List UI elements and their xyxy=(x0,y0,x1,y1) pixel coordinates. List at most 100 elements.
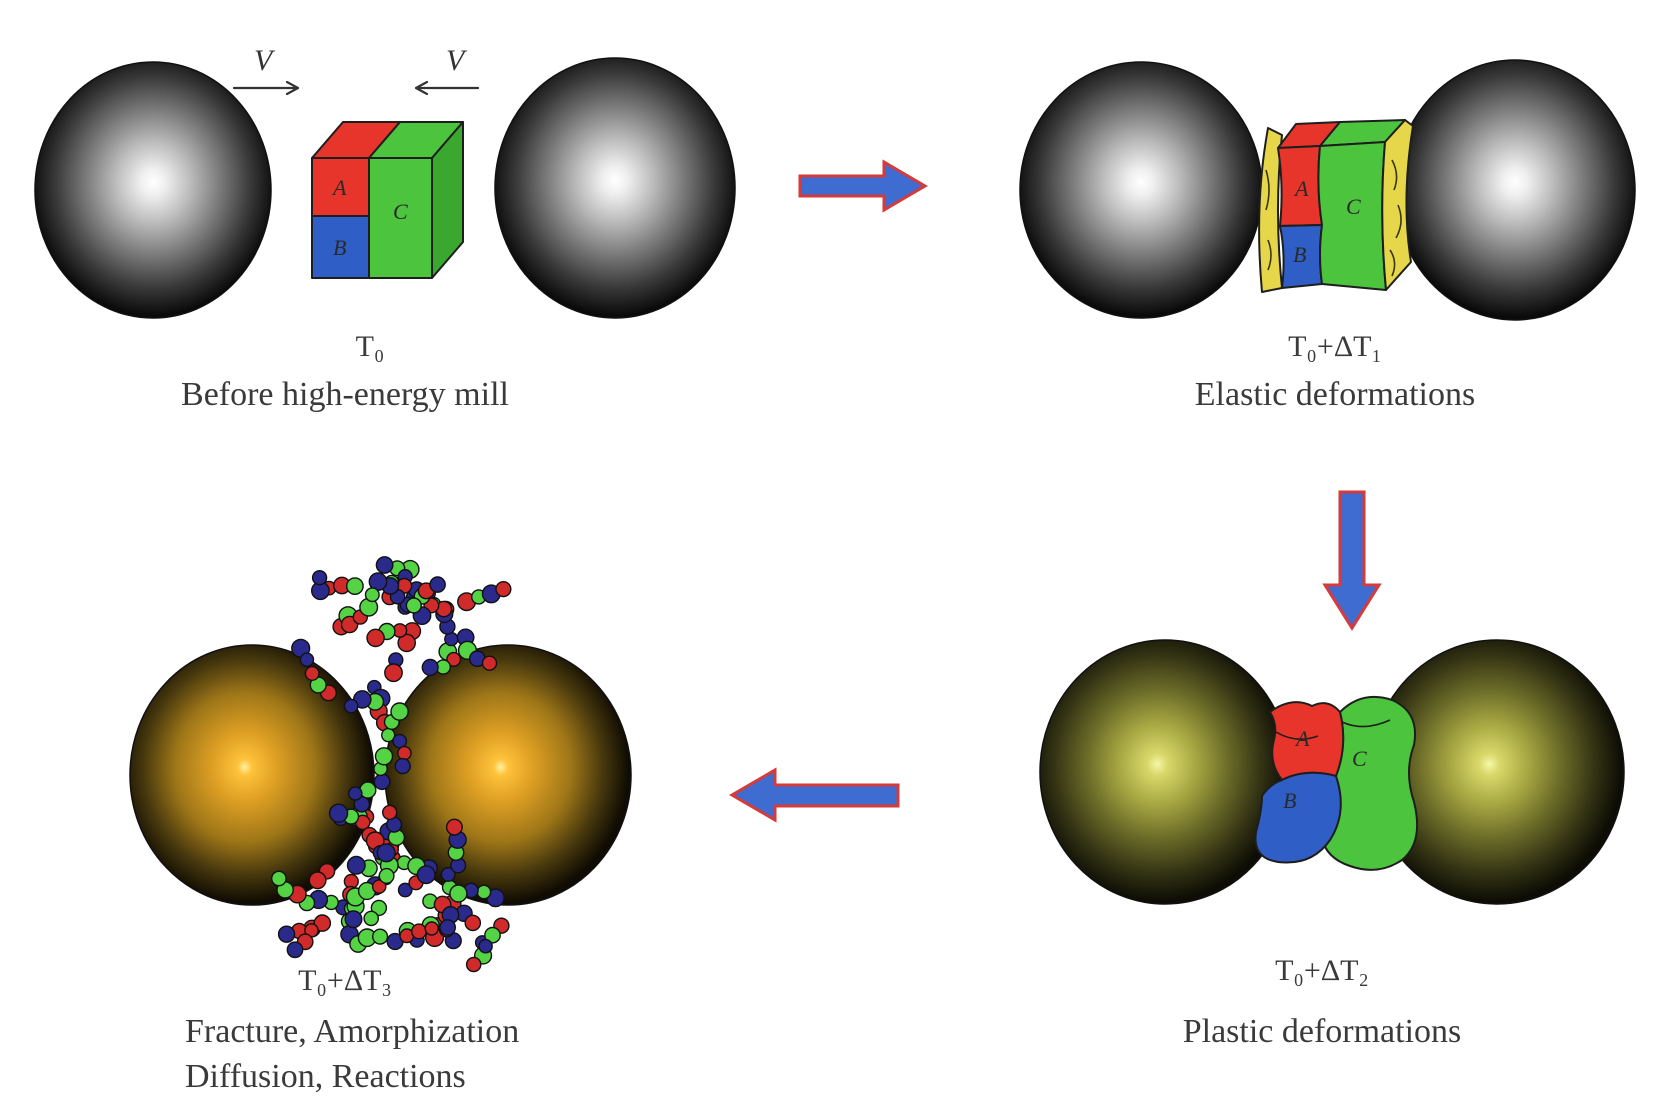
velocity-left-indicator: V xyxy=(232,44,300,96)
stage-plastic-caption: Plastic deformations xyxy=(1183,1013,1462,1050)
milling-ball-left xyxy=(129,644,375,906)
milling-ball-left xyxy=(1039,639,1291,905)
milling-ball-left xyxy=(1019,61,1263,319)
atom xyxy=(384,663,403,683)
component-b-block xyxy=(311,215,370,279)
atom xyxy=(478,938,493,954)
molecule xyxy=(422,893,460,936)
atom xyxy=(476,884,492,900)
milling-ball-left xyxy=(34,61,272,319)
component-c-label: C xyxy=(393,199,408,224)
atom xyxy=(397,633,417,653)
atom xyxy=(440,867,456,883)
component-c-label: C xyxy=(1352,746,1367,771)
molecule xyxy=(456,628,498,671)
atom xyxy=(299,652,315,668)
molecule xyxy=(363,899,388,927)
atom xyxy=(464,914,482,932)
stage-fracture: T₀+ΔT₃ Fracture, Amorphization Diffusion… xyxy=(129,556,632,1095)
atom xyxy=(378,867,395,884)
atom xyxy=(328,803,349,823)
molecule xyxy=(291,638,315,668)
stage-elastic-temperature: T₀+ΔT₁ xyxy=(1288,330,1382,363)
molecule xyxy=(405,597,432,625)
molecule xyxy=(345,867,395,907)
molecule xyxy=(373,747,394,791)
atom xyxy=(311,570,328,586)
atom xyxy=(370,899,388,917)
molecule xyxy=(384,652,404,683)
atom xyxy=(270,870,287,887)
atom xyxy=(424,921,439,936)
atom xyxy=(308,871,327,890)
atom xyxy=(347,786,363,801)
molecule xyxy=(457,580,512,612)
atom xyxy=(421,658,439,677)
atom xyxy=(394,757,411,775)
component-b-label: B xyxy=(333,235,346,260)
atom xyxy=(382,804,398,821)
molecule xyxy=(308,863,336,890)
atom xyxy=(405,597,422,614)
atom xyxy=(313,914,332,932)
component-b-label: B xyxy=(1293,242,1306,267)
component-a-block xyxy=(311,157,370,217)
atom xyxy=(449,884,468,903)
atom xyxy=(363,910,380,927)
molecule xyxy=(366,622,408,648)
atom xyxy=(397,745,412,761)
velocity-left-label: V xyxy=(254,44,276,77)
molecule xyxy=(346,855,378,878)
deformation-marks xyxy=(1265,159,1402,277)
stage-plastic-temperature: T₀+ΔT₂ xyxy=(1275,954,1369,987)
stage-fracture-caption-line1: Fracture, Amorphization xyxy=(185,1013,519,1050)
stage-elastic: A B C T₀+ΔT₁ Elastic deformations xyxy=(1019,59,1636,413)
molecule xyxy=(421,651,462,677)
molecule xyxy=(328,803,371,831)
stage-before: V V A B C T₀ Before high-energy mill xyxy=(34,44,736,413)
atom xyxy=(429,576,446,593)
molecule xyxy=(357,928,389,948)
atom xyxy=(286,941,304,959)
process-arrow-left xyxy=(729,767,900,823)
velocity-right-label: V xyxy=(446,44,468,77)
stage-fracture-caption-line2: Diffusion, Reactions xyxy=(185,1058,466,1095)
atom xyxy=(392,733,408,749)
powder-particle: A B C xyxy=(311,121,464,279)
molecule xyxy=(310,570,330,601)
molecule xyxy=(383,702,409,731)
milling-ball-right xyxy=(1394,59,1636,321)
atom xyxy=(373,773,391,791)
grain-boundary xyxy=(1275,719,1391,740)
stage-elastic-caption: Elastic deformations xyxy=(1195,376,1475,413)
atom xyxy=(481,655,498,671)
atom xyxy=(345,577,364,595)
component-b-label: B xyxy=(1283,788,1296,813)
milling-ball-right xyxy=(494,57,736,319)
atom xyxy=(390,702,409,721)
atom xyxy=(375,556,394,574)
atom xyxy=(277,925,296,943)
stage-before-temperature: T₀ xyxy=(356,330,385,363)
molecule xyxy=(347,781,377,801)
left-arrow-icon xyxy=(414,80,480,96)
atom xyxy=(343,698,359,714)
atom xyxy=(445,818,463,836)
atom xyxy=(495,580,512,598)
atom xyxy=(439,919,456,936)
atom xyxy=(411,923,428,940)
atom xyxy=(376,843,396,863)
atom xyxy=(397,882,413,898)
component-a-label: A xyxy=(331,175,347,200)
molecule xyxy=(340,587,380,634)
stage-plastic: A B C T₀+ΔT₂ Plastic deformations xyxy=(1039,639,1625,1050)
molecule xyxy=(304,666,338,702)
atom xyxy=(416,865,436,885)
atom xyxy=(372,928,389,945)
molecule xyxy=(397,865,436,898)
fractured-fragments xyxy=(270,556,512,973)
atom xyxy=(446,651,462,667)
component-a-label: A xyxy=(1294,726,1310,751)
atom xyxy=(346,855,366,875)
